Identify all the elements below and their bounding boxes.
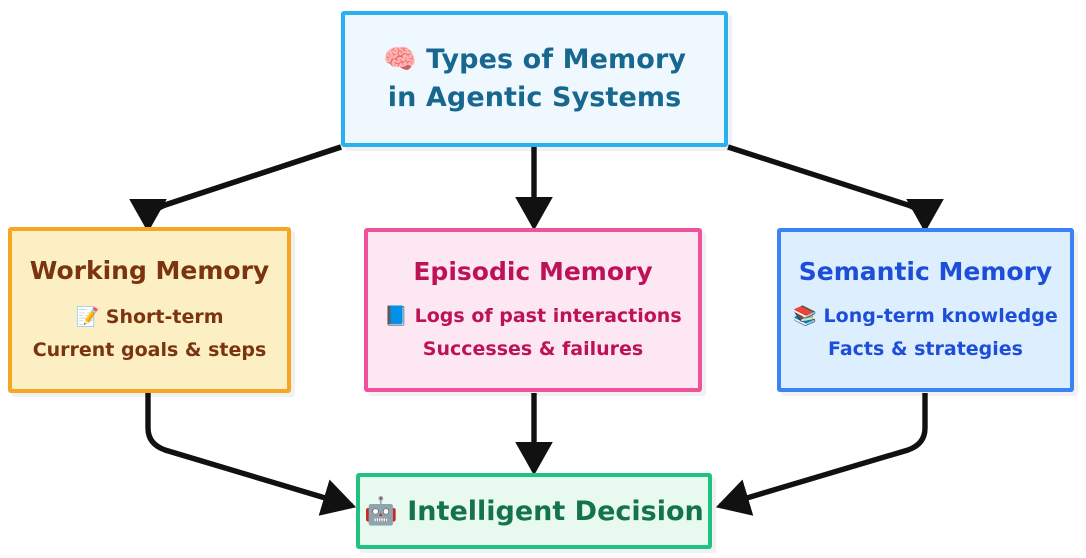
node-types-of-memory[interactable]: 🧠 Types of Memory in Agentic Systems xyxy=(341,11,728,147)
node-working-memory[interactable]: Working Memory 📝 Short-term Current goal… xyxy=(8,227,291,393)
edge-semantic-to-decision xyxy=(715,393,928,516)
edge-root-to-semantic xyxy=(727,144,944,233)
episodic-memory-title: Episodic Memory xyxy=(413,256,653,286)
edge-root-to-working xyxy=(145,144,342,231)
memo-icon: 📝 xyxy=(75,305,100,328)
semantic-memory-title: Semantic Memory xyxy=(798,256,1053,286)
node-episodic-memory[interactable]: Episodic Memory 📘 Logs of past interacti… xyxy=(364,228,702,392)
node-semantic-memory[interactable]: Semantic Memory 📚 Long-term knowledge Fa… xyxy=(777,228,1074,392)
semantic-memory-line-1: 📚 Long-term knowledge xyxy=(793,303,1057,331)
episodic-memory-line-1-text: Logs of past interactions xyxy=(414,304,682,327)
decision-title: 🤖 Intelligent Decision xyxy=(364,495,704,527)
episodic-memory-line-1: 📘 Logs of past interactions xyxy=(384,303,681,331)
episodic-memory-line-2: Successes & failures xyxy=(422,337,644,360)
edge-root-to-working-head xyxy=(129,144,342,233)
books-icon: 📚 xyxy=(793,304,817,327)
robot-icon: 🤖 xyxy=(364,496,398,527)
closed-book-icon: 📘 xyxy=(384,304,409,327)
semantic-memory-line-2: Facts & strategies xyxy=(827,337,1023,360)
root-title-line-1: 🧠 Types of Memory xyxy=(383,41,686,79)
root-title-text-1: Types of Memory xyxy=(426,43,687,75)
working-memory-line-1: 📝 Short-term xyxy=(75,304,223,332)
edge-working-to-decision xyxy=(145,393,357,516)
brain-icon: 🧠 xyxy=(382,43,417,75)
working-memory-line-2: Current goals & steps xyxy=(32,338,267,361)
working-memory-line-1-text: Short-term xyxy=(105,305,224,328)
working-memory-title: Working Memory xyxy=(29,255,270,285)
decision-title-text: Intelligent Decision xyxy=(407,496,704,527)
root-title-line-2: in Agentic Systems xyxy=(387,82,682,113)
node-intelligent-decision[interactable]: 🤖 Intelligent Decision xyxy=(356,473,712,549)
semantic-memory-line-1-text: Long-term knowledge xyxy=(823,304,1058,327)
